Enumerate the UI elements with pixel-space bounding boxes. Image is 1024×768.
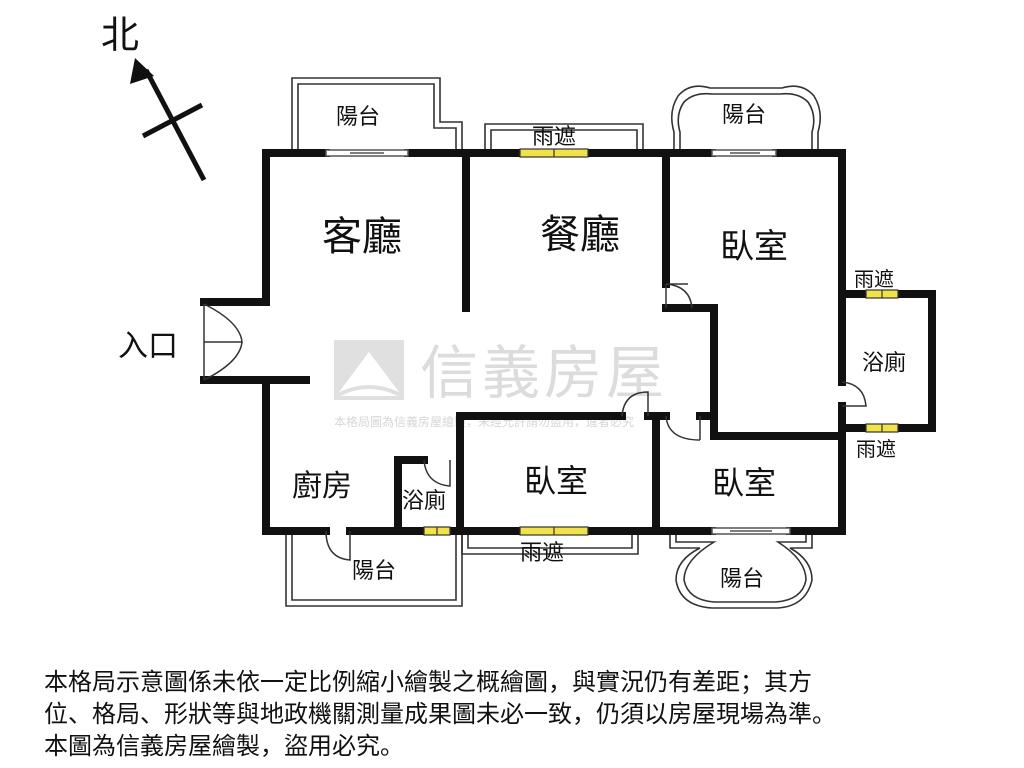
disclaimer-line-1: 本格局示意圖係未依一定比例縮小繪製之概繪圖，與實況仍有差距；其方 <box>44 668 812 696</box>
awning-bedroom-center-label: 雨遮 <box>520 541 564 566</box>
balcony-bedroom-ne-label: 陽台 <box>722 103 766 128</box>
entrance-label: 入口 <box>118 329 178 364</box>
bedroom-ne-label: 臥室 <box>720 227 788 267</box>
bath-east-label: 浴廁 <box>862 351 906 376</box>
bedroom-se-label: 臥室 <box>712 464 776 502</box>
awning-dining-label: 雨遮 <box>532 125 576 150</box>
living-room-label: 客廳 <box>322 214 402 260</box>
walls <box>200 149 936 535</box>
bath-small-label: 浴廁 <box>402 489 446 514</box>
kitchen-label: 廚房 <box>292 469 352 504</box>
door-swings <box>203 283 867 561</box>
balcony-kitchen-label: 陽台 <box>352 559 396 584</box>
bedroom-center-label: 臥室 <box>524 462 588 500</box>
yellow-windows <box>423 148 899 536</box>
north-arrow-icon <box>130 58 207 182</box>
balcony-living-label: 陽台 <box>336 105 380 130</box>
disclaimer-text: 本格局示意圖係未依一定比例縮小繪製之概繪圖，與實況仍有差距；其方 位、格局、形狀… <box>44 666 1004 762</box>
watermark-logo-icon <box>334 340 404 400</box>
watermark-brand: 信義房屋 <box>420 339 668 407</box>
balcony-outlines <box>285 77 822 609</box>
balcony-bedroom-se-label: 陽台 <box>720 567 764 592</box>
awning-bath-east-bottom-label: 雨遮 <box>856 437 896 461</box>
disclaimer-line-2: 位、格局、形狀等與地政機關測量成果圖未必一致，仍須以房屋現場為準。 <box>44 700 836 728</box>
window-frames <box>325 149 791 535</box>
disclaimer-line-3: 本圖為信義房屋繪製，盜用必究。 <box>44 732 404 760</box>
awning-bath-east-top-label: 雨遮 <box>854 267 894 291</box>
dining-room-label: 餐廳 <box>540 212 620 258</box>
north-label: 北 <box>101 13 139 57</box>
